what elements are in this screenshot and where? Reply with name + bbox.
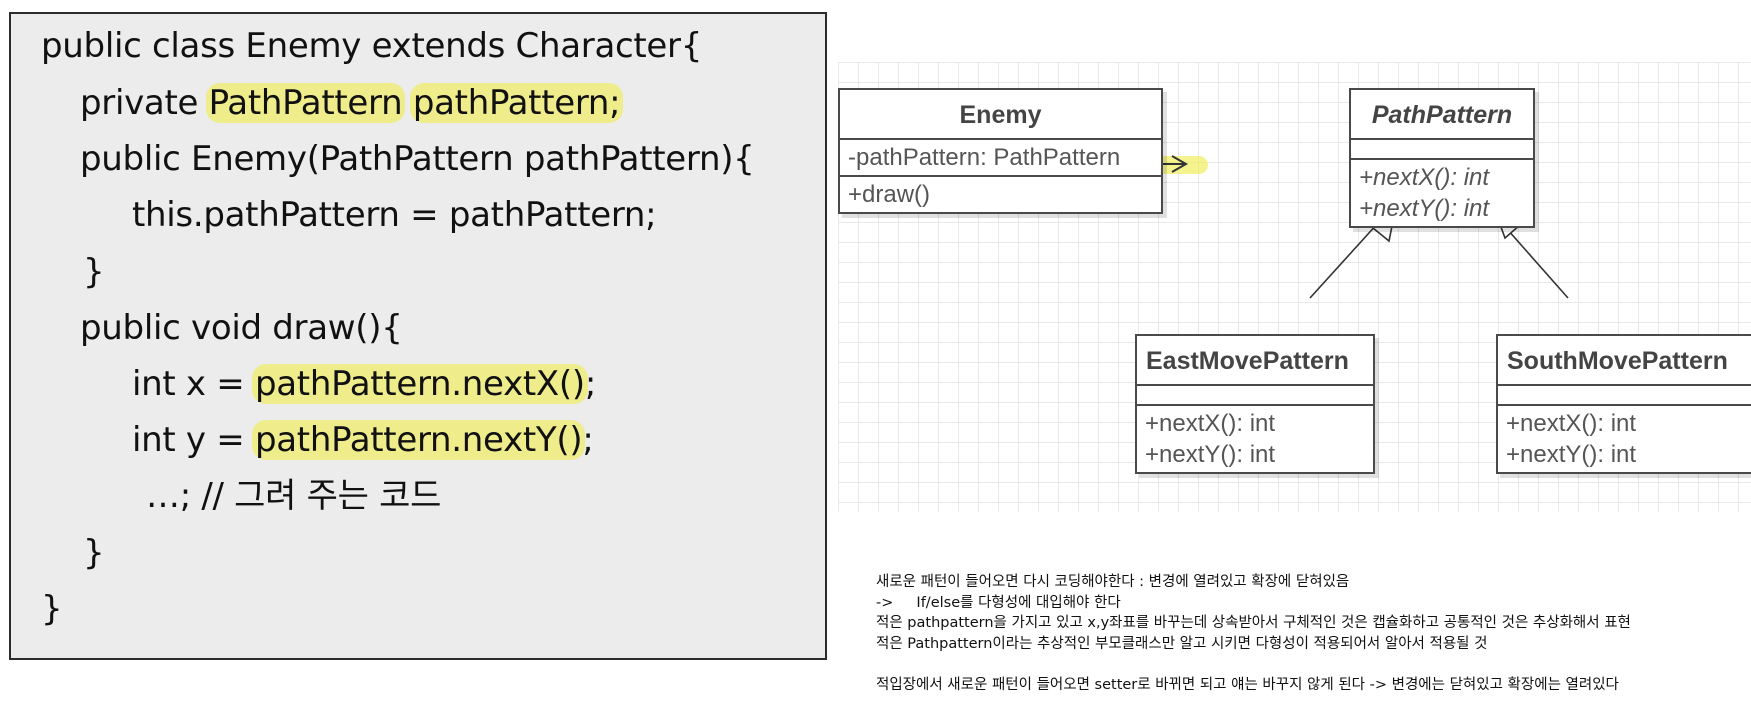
code-line: …; // 그려 주는 코드 <box>146 474 441 518</box>
code-text: ; <box>582 420 594 460</box>
class-east-move-pattern-operation: +nextX(): int <box>1145 410 1276 437</box>
class-east-move-pattern: EastMovePattern +nextX(): int +nextY(): … <box>1135 334 1375 474</box>
code-line: this.pathPattern = pathPattern; <box>132 193 657 237</box>
code-text: } <box>41 589 63 629</box>
code-text: ; <box>584 364 596 404</box>
code-panel: public class Enemy extends Character{ pri… <box>9 12 827 660</box>
class-south-move-pattern-name: SouthMovePattern <box>1498 336 1751 386</box>
class-south-move-pattern-attributes <box>1498 386 1751 406</box>
code-line: } <box>83 250 105 294</box>
code-text: public void draw(){ <box>80 308 403 348</box>
code-highlight: pathPattern.nextY() <box>251 420 586 460</box>
code-highlight: pathPattern.nextX() <box>251 364 588 404</box>
class-path-pattern-operation: +nextX(): int <box>1359 164 1490 191</box>
note-line: 새로운 패턴이 들어오면 다시 코딩해야한다 : 변경에 열려있고 확장에 닫혀… <box>876 574 1350 590</box>
code-line: int y = pathPattern.nextY(); <box>132 418 594 462</box>
code-highlight: pathPattern; <box>409 83 624 123</box>
class-south-move-pattern-operations: +nextX(): int +nextY(): int <box>1498 406 1751 472</box>
class-east-move-pattern-operation: +nextY(): int <box>1145 441 1276 468</box>
code-highlight: PathPattern <box>205 83 406 123</box>
note-line: 적은 pathpattern을 가지고 있고 x,y좌표를 바꾸는데 상속받아서… <box>876 615 1631 631</box>
code-text: this.pathPattern = pathPattern; <box>132 195 657 235</box>
code-line: int x = pathPattern.nextX(); <box>132 362 596 406</box>
class-path-pattern-name: PathPattern <box>1351 90 1533 140</box>
note-line: 적은 Pathpattern이라는 추상적인 부모클래스만 알고 시키면 다형성… <box>876 635 1488 652</box>
class-enemy-operations: +draw() <box>840 177 1161 212</box>
code-text: public class Enemy extends Character{ <box>41 26 703 66</box>
code-line: } <box>41 587 63 631</box>
notes: 새로운 패턴이 들어오면 다시 코딩해야한다 : 변경에 열려있고 확장에 닫혀… <box>876 572 1746 695</box>
class-south-move-pattern-operation: +nextX(): int <box>1506 410 1637 437</box>
class-south-move-pattern-operation: +nextY(): int <box>1506 441 1637 468</box>
class-east-move-pattern-operations: +nextX(): int +nextY(): int <box>1137 406 1373 472</box>
class-enemy-attribute: -pathPattern: PathPattern <box>848 144 1121 171</box>
uml-class-diagram: Enemy -pathPattern: PathPattern +draw() … <box>838 62 1751 512</box>
note-line: -> If/else를 다형성에 대입해야 한다 <box>876 594 1121 611</box>
code-text: …; // 그려 주는 코드 <box>146 476 442 516</box>
class-east-move-pattern-attributes <box>1137 386 1373 406</box>
class-east-move-pattern-name: EastMovePattern <box>1137 336 1373 386</box>
class-south-move-pattern: SouthMovePattern +nextX(): int +nextY():… <box>1496 334 1751 474</box>
class-path-pattern-operations: +nextX(): int +nextY(): int <box>1351 160 1533 226</box>
note-line: 적입장에서 새로운 패턴이 들어오면 setter로 바뀌면 되고 얘는 바꾸지… <box>876 676 1619 693</box>
code-text: public Enemy(PathPattern pathPattern){ <box>80 139 755 179</box>
code-line: private PathPattern pathPattern; <box>80 81 624 125</box>
code-text: } <box>83 533 105 573</box>
class-path-pattern-operation: +nextY(): int <box>1359 195 1490 222</box>
note-line <box>876 654 1746 675</box>
code-text: private <box>80 83 209 123</box>
code-line: public Enemy(PathPattern pathPattern){ <box>80 137 755 181</box>
class-path-pattern: PathPattern +nextX(): int +nextY(): int <box>1349 88 1535 228</box>
class-enemy-operation: +draw() <box>848 181 931 208</box>
code-line: } <box>83 531 105 575</box>
code-text: int x = <box>132 364 255 404</box>
class-path-pattern-attributes <box>1351 140 1533 160</box>
code-text: int y = <box>132 420 255 460</box>
class-enemy: Enemy -pathPattern: PathPattern +draw() <box>838 88 1163 214</box>
code-line: public class Enemy extends Character{ <box>41 24 702 68</box>
code-line: public void draw(){ <box>80 306 403 350</box>
code-text: } <box>83 252 105 292</box>
class-enemy-attributes: -pathPattern: PathPattern <box>840 140 1161 177</box>
association-arrowhead <box>1171 155 1189 173</box>
class-enemy-name: Enemy <box>840 90 1161 140</box>
